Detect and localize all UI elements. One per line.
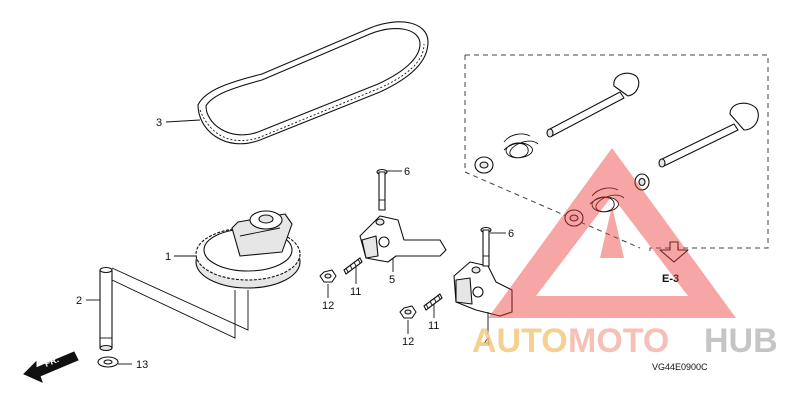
diagram-code: VG44E0900C: [652, 362, 708, 372]
callout-13: 13: [136, 359, 148, 371]
callout-5: 5: [389, 274, 395, 286]
reference-label: E-3: [662, 273, 679, 285]
washer: [97, 356, 119, 368]
valve-lower: [658, 102, 759, 168]
callout-1: 1: [165, 251, 171, 263]
callout-12a: 12: [322, 300, 334, 312]
rocker-arm-intake: [453, 261, 513, 317]
valve-spring-lower: [564, 173, 650, 227]
reference-arrow: [659, 241, 689, 263]
callout-6b: 6: [508, 228, 514, 240]
assembly-line-2: [111, 279, 236, 339]
camshaft-pulley: [195, 210, 301, 289]
rocker-arm-exhaust: [359, 215, 447, 263]
watermark-logo: AUTO MOTO HUB: [472, 148, 778, 360]
callout-6a: 6: [404, 166, 410, 178]
watermark-hub: HUB: [704, 322, 778, 360]
watermark-auto: AUTO: [472, 322, 568, 360]
assembly-line-1: [111, 267, 249, 331]
adjusting-screw-lower: [423, 293, 443, 311]
adjusting-screw-upper: [343, 257, 363, 275]
valve-spring-upper: [474, 133, 539, 174]
lock-nut-lower: [399, 305, 417, 319]
valve-group-boundary: [465, 54, 769, 252]
lock-nut-upper: [319, 269, 337, 283]
front-arrow-icon: [23, 351, 79, 383]
pivot-bolt-lower: [480, 226, 492, 267]
camshaft-pin: [99, 266, 113, 352]
callout-11b: 11: [428, 320, 439, 332]
callout-4: 4: [484, 336, 490, 348]
callout-2: 2: [76, 295, 82, 307]
callout-3: 3: [156, 117, 162, 129]
watermark-triangle: [488, 148, 736, 318]
pivot-bolt-upper: [376, 168, 388, 211]
leader-3: [165, 119, 201, 123]
valve-upper: [546, 72, 640, 138]
callout-11a: 11: [350, 286, 361, 298]
timing-belt: [197, 21, 429, 145]
watermark-moto: MOTO: [568, 322, 669, 360]
callout-12b: 12: [402, 336, 414, 348]
